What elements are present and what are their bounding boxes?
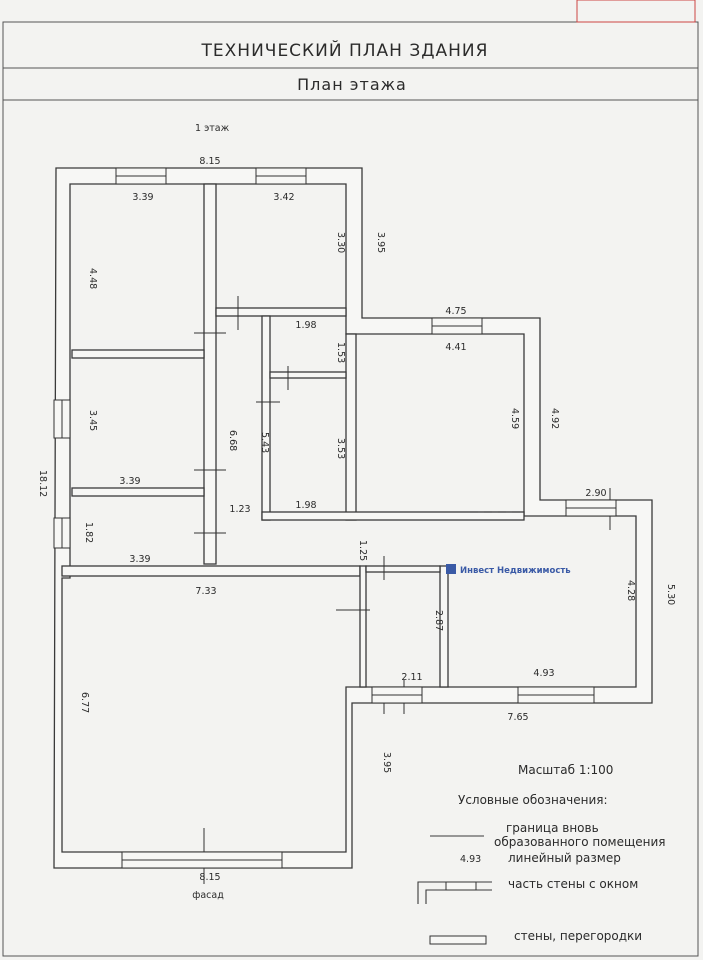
dim-bath-height: 2.87 — [433, 610, 444, 631]
dim-bottom-right: 7.65 — [507, 712, 528, 723]
legend-sample-dim: 4.93 — [460, 854, 481, 865]
dim-hall-width: 1.23 — [229, 504, 250, 515]
dim-east-outer: 4.92 — [549, 408, 560, 429]
legend-heading: Условные обозначения: — [458, 793, 608, 807]
dim-small-bottom-width: 1.98 — [295, 500, 316, 511]
dim-right-upper: 3.95 — [375, 232, 386, 253]
dim-room2-height: 3.30 — [335, 232, 346, 253]
dim-east-height: 4.59 — [509, 408, 520, 429]
partitions — [61, 183, 525, 688]
watermark-logo: Инвест Недвижимость — [446, 564, 571, 576]
legend-window-wall: часть стены с окном — [508, 877, 638, 891]
page-subtitle: План этажа — [297, 75, 407, 94]
dim-kitchen-outer: 5.30 — [665, 584, 676, 605]
legend-boundary-2: образованного помещения — [494, 835, 666, 849]
legend: Условные обозначения: граница вновь обра… — [417, 793, 666, 945]
scale-label: Масштаб 1:100 — [518, 763, 613, 777]
dim-bath-width: 2.11 — [401, 672, 422, 683]
dim-room2-width: 3.42 — [273, 192, 294, 203]
dim-kitchen-height: 4.28 — [625, 580, 636, 601]
dim-room1-width: 3.39 — [132, 192, 153, 203]
legend-walls: стены, перегородки — [514, 929, 642, 943]
watermark-text: Инвест Недвижимость — [460, 566, 571, 576]
dim-top-total: 8.15 — [199, 156, 220, 167]
dimension-labels: 8.15 3.39 3.42 4.48 3.30 3.95 4.75 4.41 … — [37, 156, 676, 883]
dim-room4-height: 1.82 — [83, 522, 94, 543]
dim-small-top-width: 1.98 — [295, 320, 316, 331]
dim-total-height: 18.12 — [37, 470, 48, 497]
facade-label: фасад — [192, 890, 224, 901]
dim-room4-width: 3.39 — [129, 554, 150, 565]
sheet-frame — [2, 21, 699, 957]
dim-corridor2-height: 5.43 — [259, 432, 270, 453]
dim-kitchen-top: 2.90 — [585, 488, 606, 499]
stamp-box — [576, 0, 696, 23]
page-title: ТЕХНИЧЕСКИЙ ПЛАН ЗДАНИЯ — [201, 39, 489, 61]
dim-small-height: 3.53 — [335, 438, 346, 459]
dim-big-width: 7.33 — [195, 586, 216, 597]
door-marks — [194, 296, 611, 884]
dim-room1-height: 4.48 — [87, 268, 98, 289]
dim-big-height: 6.77 — [79, 692, 90, 713]
dim-lower-left-gap: 3.95 — [381, 752, 392, 773]
dim-hall-height: 1.25 — [357, 540, 368, 561]
windows — [53, 167, 617, 869]
dim-kitchen-width: 4.93 — [533, 668, 554, 679]
dim-east-top: 4.75 — [445, 306, 466, 317]
dim-room3-height: 3.45 — [87, 410, 98, 431]
dim-small-top-height: 1.53 — [335, 342, 346, 363]
floor-label: 1 этаж — [195, 123, 230, 134]
legend-linear: линейный размер — [508, 851, 621, 865]
dim-bottom-total: 8.15 — [199, 872, 220, 883]
legend-walls-symbol — [429, 935, 487, 945]
legend-boundary-1: граница вновь — [506, 821, 599, 835]
dim-room3-width: 3.39 — [119, 476, 140, 487]
dim-corridor-height: 6.68 — [227, 430, 238, 451]
dim-east-inner: 4.41 — [445, 342, 466, 353]
